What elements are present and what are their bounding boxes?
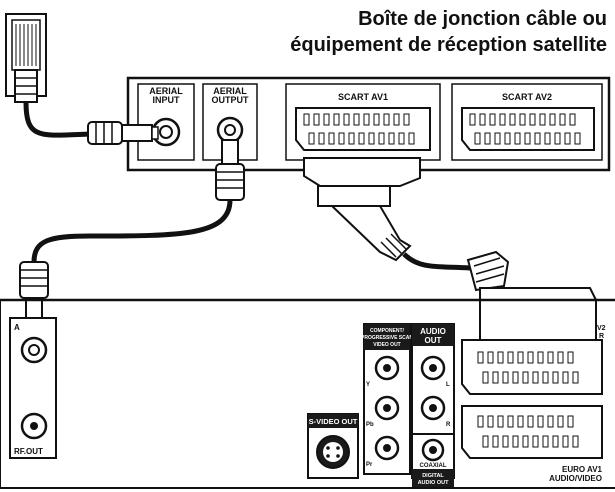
scart-av2-pins	[469, 113, 581, 145]
coax-plug-player-aerial	[19, 261, 49, 321]
component-pb-label: Pb	[366, 422, 374, 428]
scart-plug-upper	[303, 157, 421, 262]
title-line-1: Boîte de jonction câble ou	[358, 8, 607, 30]
euro-av2-socket	[461, 339, 603, 395]
digital-audio-label-2: AUDIO OUT	[418, 480, 450, 486]
audio-out-label-2: OUT	[425, 336, 442, 345]
euro-av1-socket	[461, 405, 603, 459]
diagram-title: Boîte de jonction câble ou équipement de…	[290, 6, 607, 58]
scart-av1-label: SCART AV1	[338, 92, 388, 102]
coax-plug-aerial-input	[87, 121, 159, 145]
audio-l-label: L	[446, 382, 450, 388]
scart-av2-label: SCART AV2	[502, 92, 552, 102]
av2-partial-label-2: R	[599, 333, 604, 340]
component-label-2: PROGRESSIVE SCAN	[361, 335, 413, 341]
audio-out-label-1: AUDIO	[420, 327, 446, 336]
digital-audio-label-1: DIGITAL	[422, 473, 444, 479]
scart-av1-pins	[303, 113, 415, 145]
aerial-input-label-1: AERIAL	[149, 86, 183, 96]
av2-partial-label-1: V2	[597, 325, 606, 332]
coax-plug-aerial-output	[215, 139, 245, 201]
component-y-label: Y	[366, 382, 370, 388]
player-rear-panel: A RF.OUT S-VIDEO OUT COMPONENT/ PROGRESS…	[0, 298, 615, 489]
player-aerial-partial-label: A	[14, 323, 20, 332]
s-video-out-label: S-VIDEO OUT	[309, 417, 358, 426]
aerial-output-label-1: AERIAL	[213, 86, 247, 96]
rf-out-label: RF.OUT	[14, 447, 43, 456]
cable-scart	[402, 252, 471, 271]
wall-aerial-outlet	[5, 13, 47, 103]
cable-wall-to-box	[23, 101, 91, 138]
euro-av1-label-2: AUDIO/VIDEO	[549, 474, 602, 483]
aerial-input-label-2: INPUT	[153, 95, 181, 105]
euro-av1-label-1: EURO AV1	[562, 465, 603, 474]
aerial-output-label-2: OUTPUT	[212, 95, 250, 105]
set-top-box-panel: AERIAL INPUT AERIAL OUTPUT SCART AV1 SCA…	[126, 76, 611, 172]
cable-box-to-player	[31, 199, 233, 263]
component-label-1: COMPONENT/	[370, 328, 405, 334]
component-pr-label: Pr	[366, 462, 373, 468]
scart-plug-lower	[466, 250, 597, 341]
coaxial-label: COAXIAL	[420, 463, 447, 469]
title-line-2: équipement de réception satellite	[290, 34, 607, 56]
component-label-3: VIDEO OUT	[373, 342, 401, 348]
audio-r-label: R	[446, 422, 451, 428]
